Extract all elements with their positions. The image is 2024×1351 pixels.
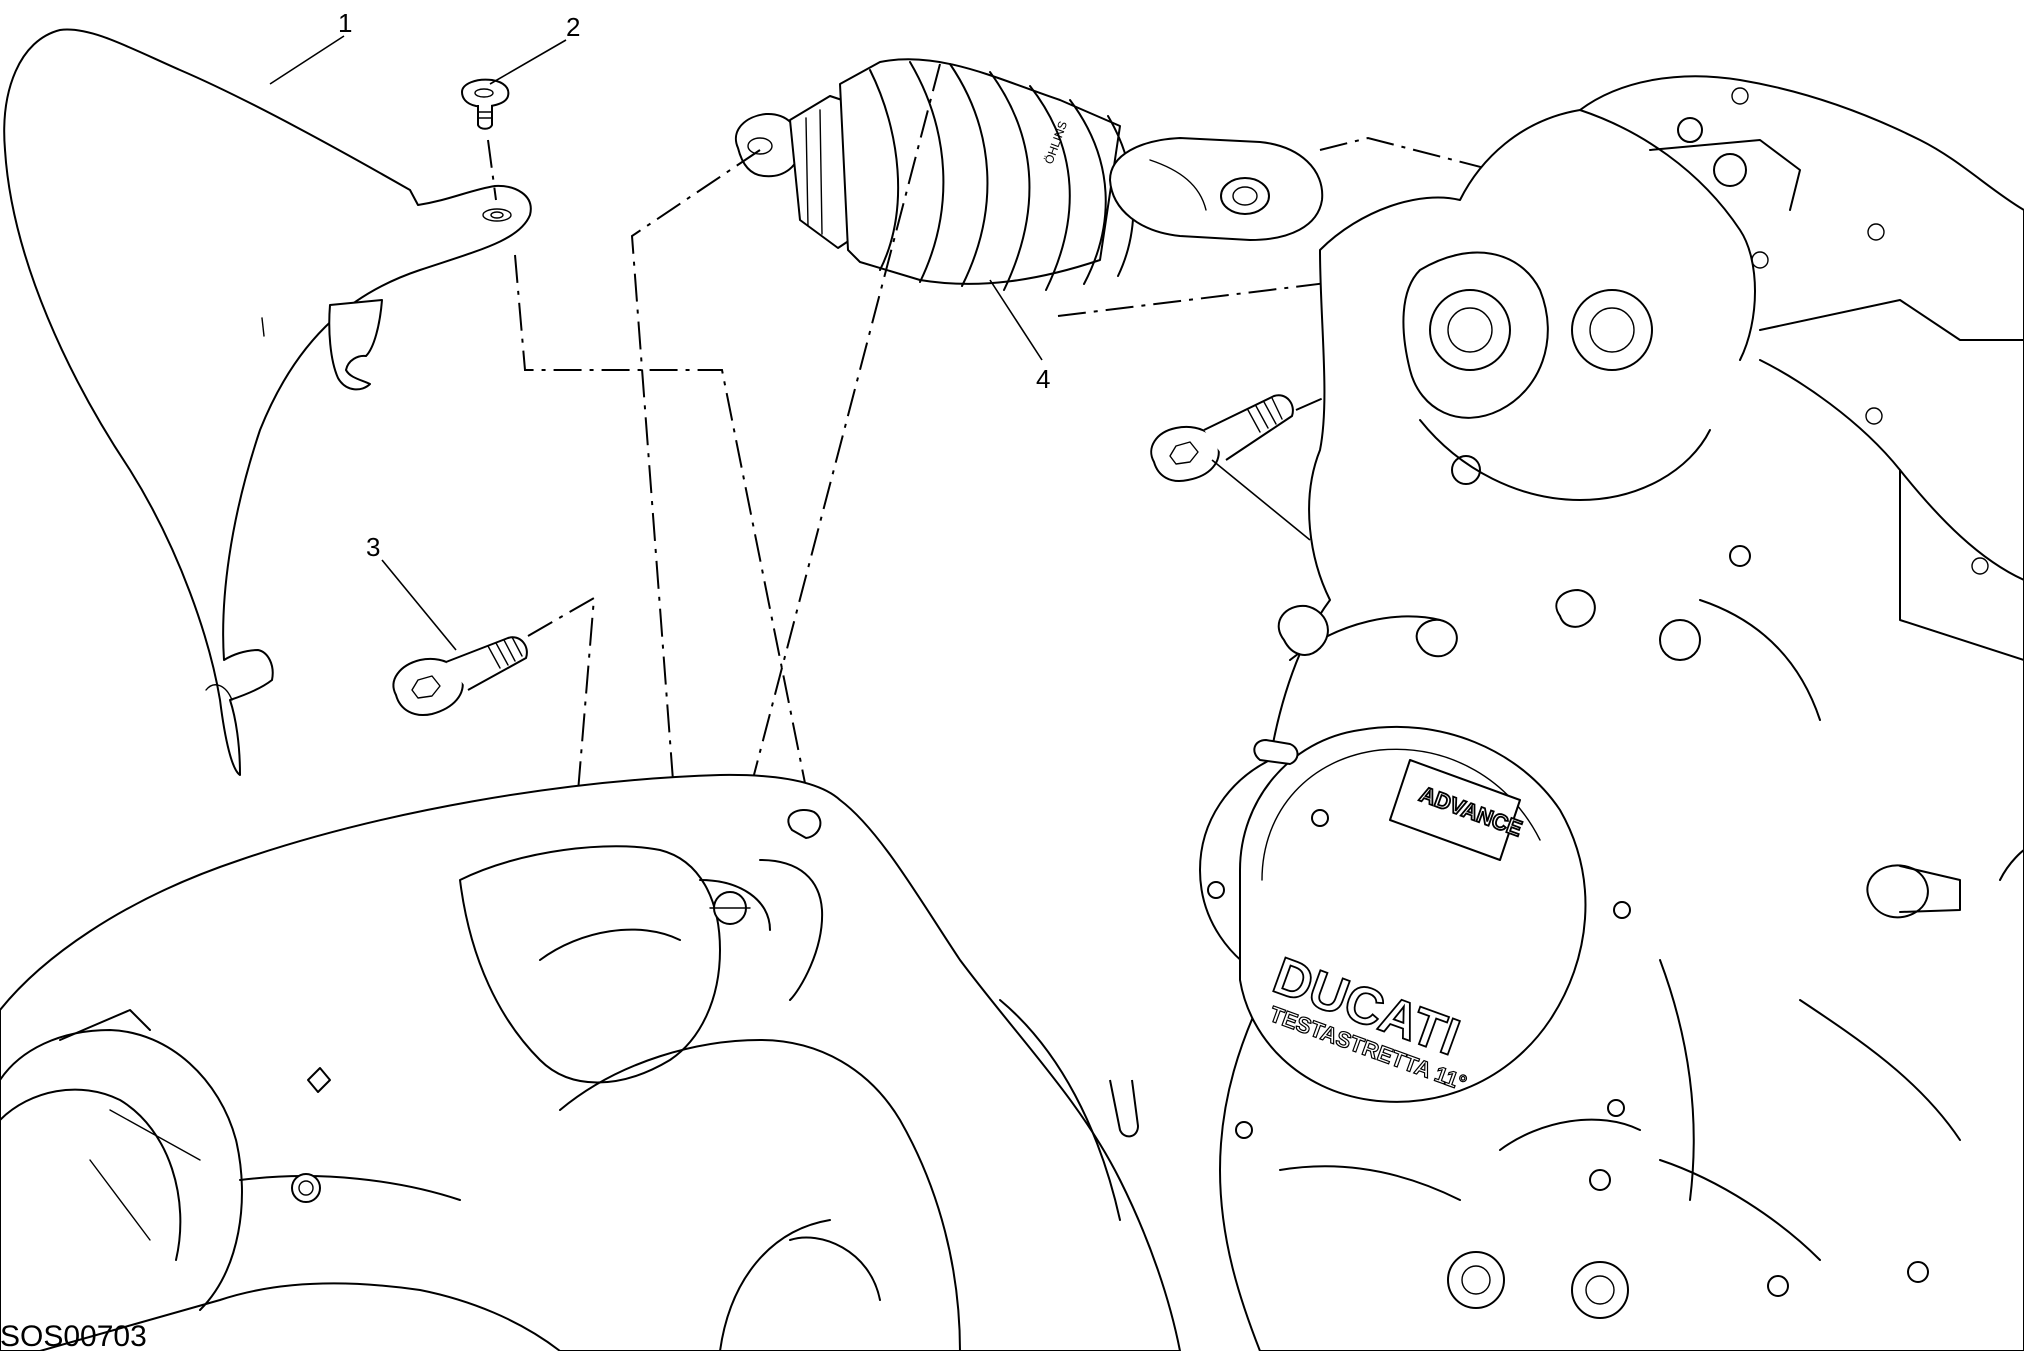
callout-label: 1 [338, 8, 352, 38]
socket-bolt-left [392, 636, 528, 716]
callout-3-left: 3 [366, 532, 457, 651]
rear-hugger-part [3, 28, 532, 776]
callout-4: 4 [989, 279, 1050, 394]
small-screw-part [461, 78, 510, 130]
callout-label: 2 [566, 12, 580, 42]
callout-label: 3 [366, 532, 380, 562]
callout-label: 4 [1036, 364, 1050, 394]
socket-bolt-right [1150, 394, 1294, 482]
engine-block: ADVANCE DUCATI TESTASTRETTA 11° [1199, 75, 2024, 1351]
callout-1: 1 [269, 8, 352, 85]
callout-2: 2 [489, 12, 580, 85]
shock-absorber-part: ÖHLINS [735, 58, 1324, 291]
drawing-code: SOS00703 [0, 1320, 147, 1351]
swingarm-frame [0, 773, 1181, 1351]
